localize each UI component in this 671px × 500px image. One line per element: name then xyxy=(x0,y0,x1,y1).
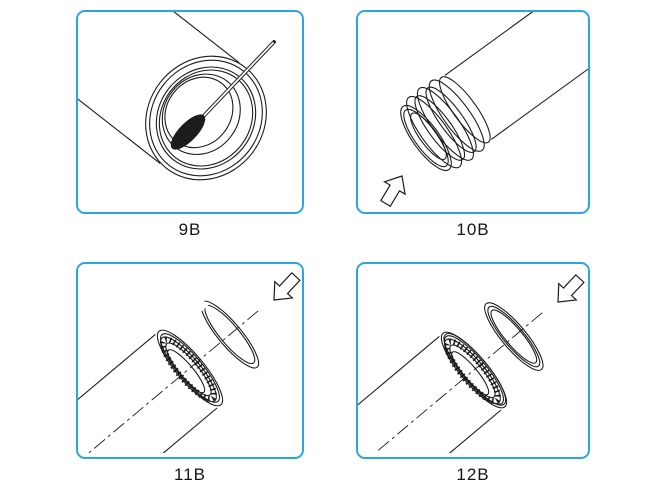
step-panel-11b: 11B xyxy=(76,262,304,483)
brush-head xyxy=(170,114,206,150)
step-panel-9b: 9B xyxy=(76,10,304,238)
center-line xyxy=(358,310,545,453)
ring-placement-drawing xyxy=(78,271,301,453)
step-panel-12b: 12B xyxy=(356,262,590,483)
step-label-10b: 10B xyxy=(456,220,490,239)
insertion-direction-arrow-icon xyxy=(379,175,406,208)
ring-split-gap xyxy=(193,296,209,312)
step-label-12b: 12B xyxy=(456,465,490,484)
pipe-socket xyxy=(78,12,267,181)
placement-direction-arrow-icon xyxy=(557,273,585,303)
placement-direction-arrow-icon xyxy=(273,271,301,301)
step-label-9b: 9B xyxy=(178,220,202,239)
ring-placement-drawing-2 xyxy=(358,273,585,453)
step-label-11b: 11B xyxy=(174,465,206,484)
figure-12b xyxy=(356,262,590,459)
split-retaining-ring xyxy=(193,296,260,369)
figure-9b xyxy=(76,10,304,214)
seal-insertion-drawing xyxy=(379,12,588,208)
pipe-end-with-gasket xyxy=(78,296,261,453)
step-panel-10b: 10B xyxy=(356,10,590,238)
center-line xyxy=(78,308,261,453)
figure-11b xyxy=(76,262,304,459)
figure-10b xyxy=(356,10,590,214)
socket-brushing-drawing xyxy=(78,12,276,181)
pipe-with-bellows-seal xyxy=(400,12,588,172)
cement-brush xyxy=(170,40,276,150)
bellows-seal xyxy=(406,79,485,169)
pipe-end-with-seated-rings xyxy=(358,302,545,453)
